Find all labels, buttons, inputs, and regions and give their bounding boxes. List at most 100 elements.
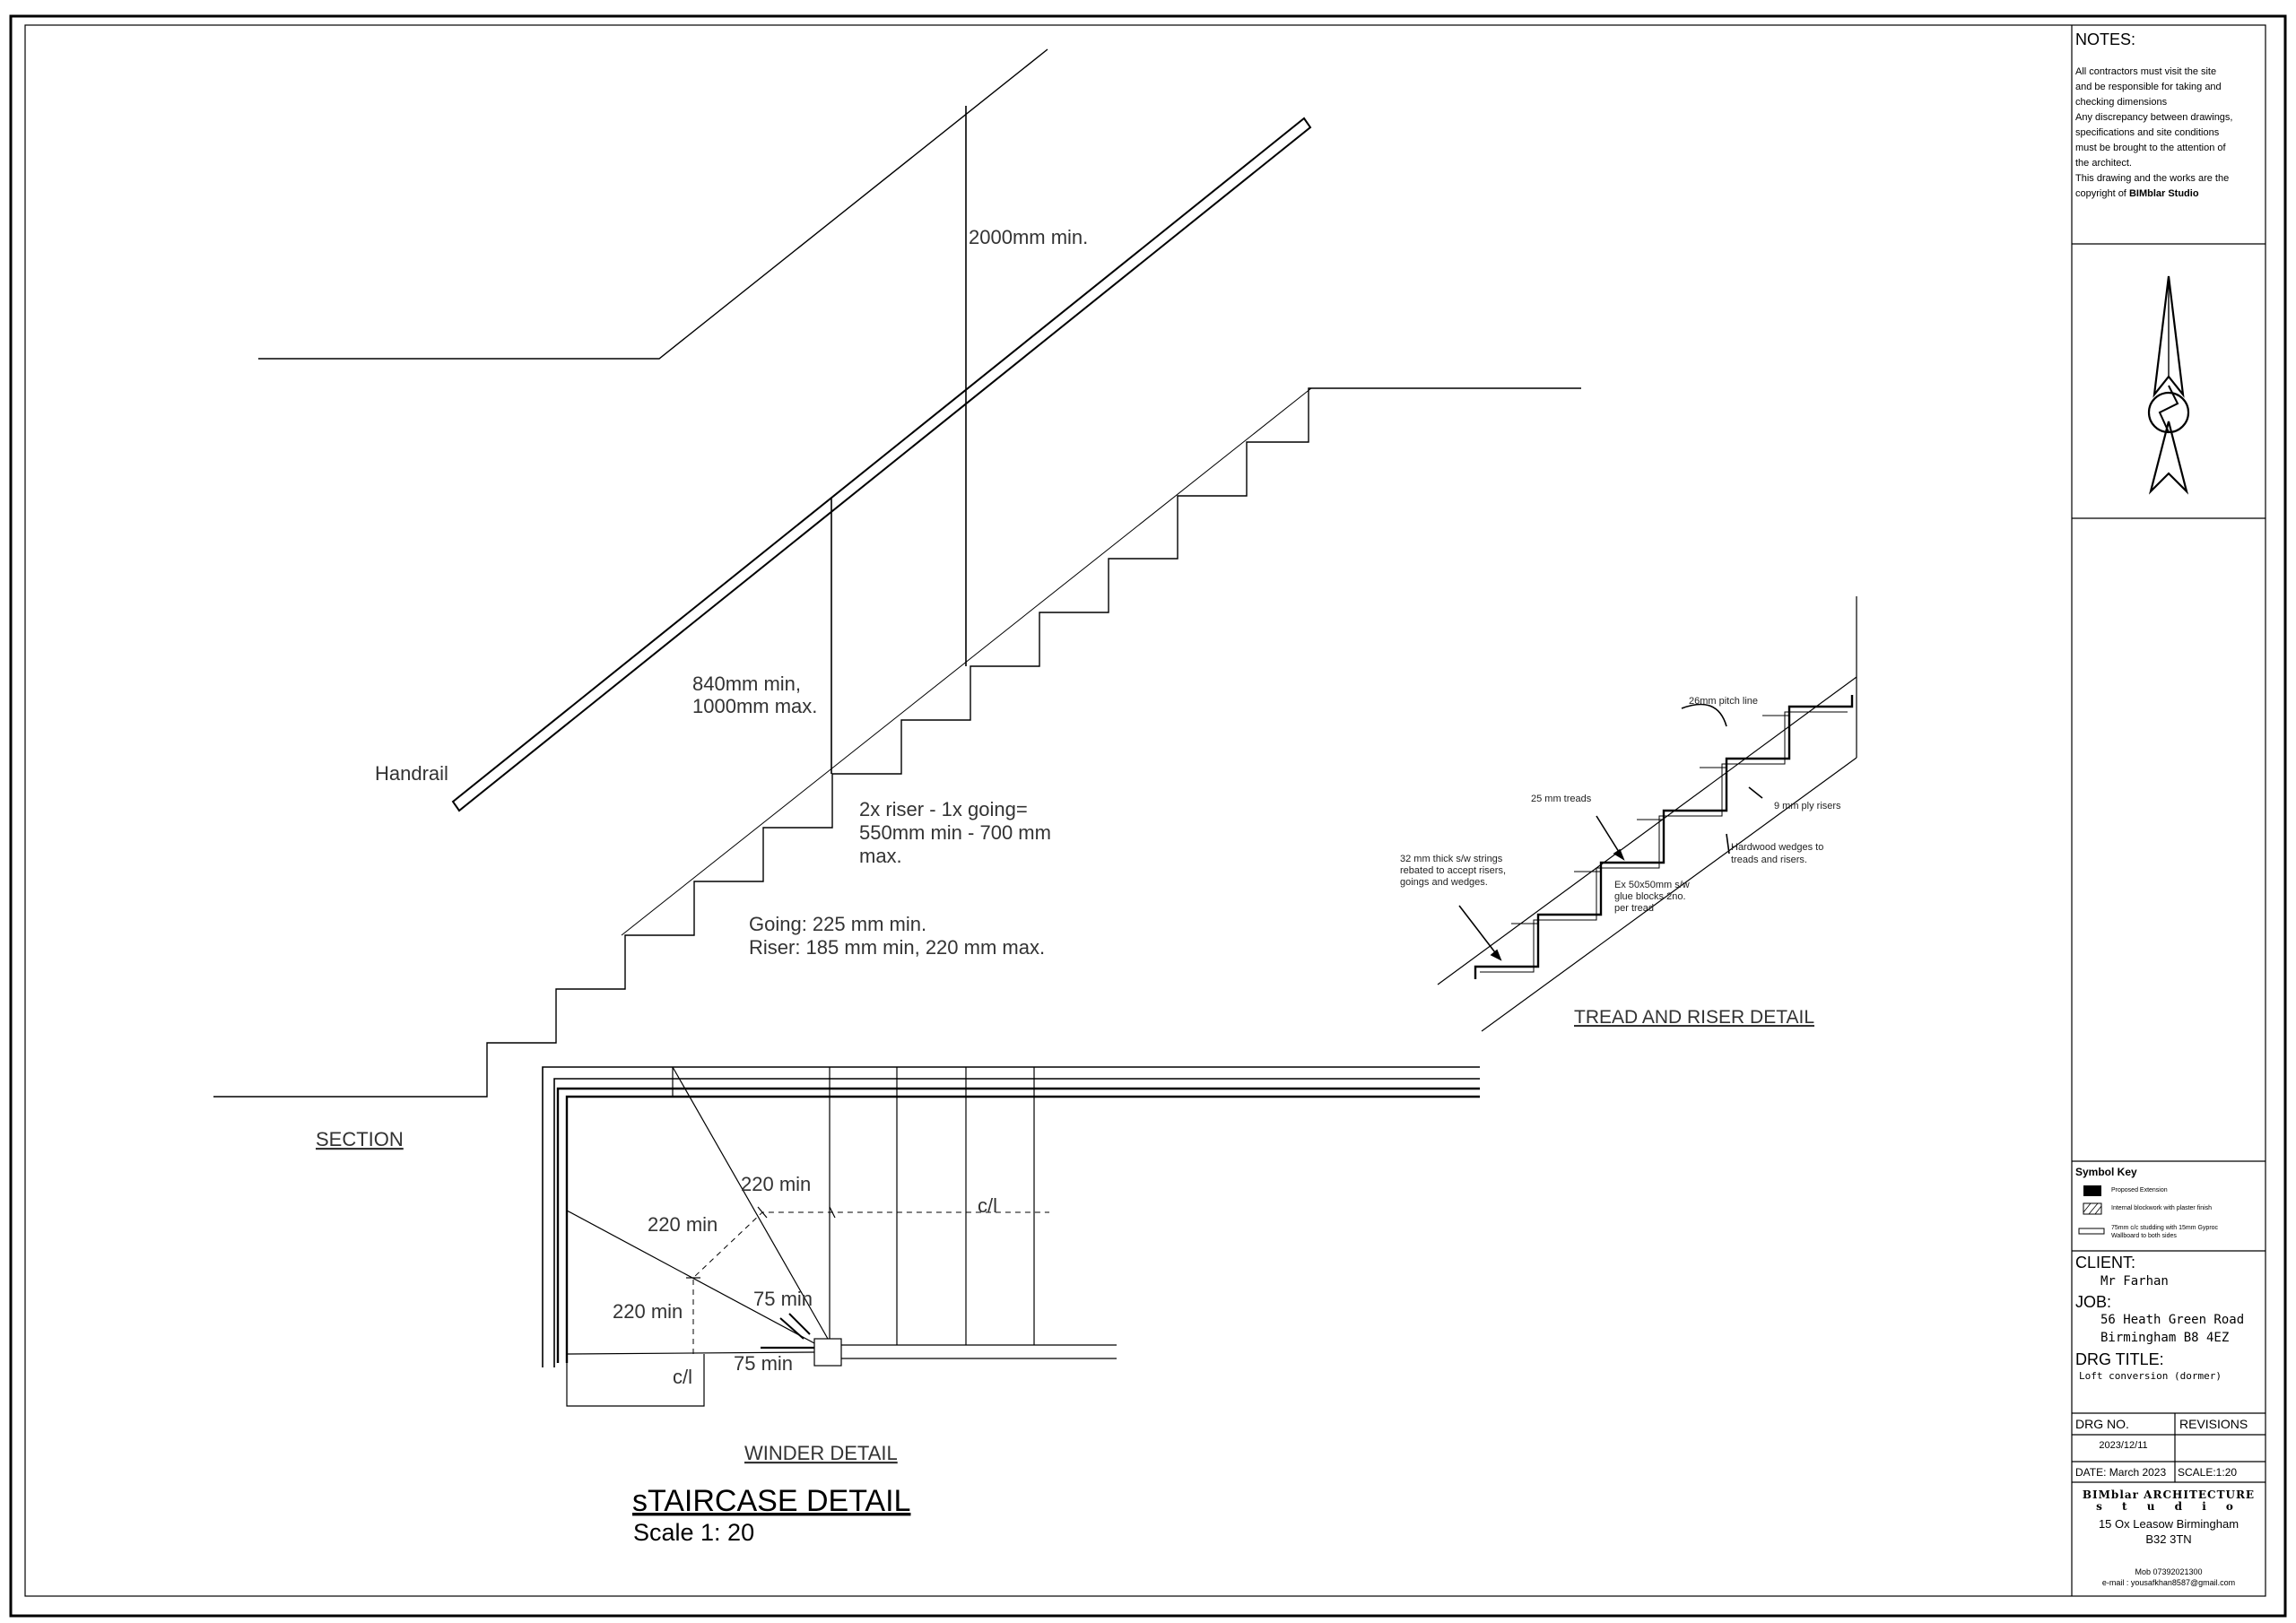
address-line-1: 15 Ox Leasow Birmingham	[2098, 1517, 2239, 1531]
winder-view-label: WINDER DETAIL	[744, 1442, 898, 1464]
address-line-2: B32 3TN	[2145, 1532, 2192, 1546]
wedges	[1511, 715, 1789, 924]
dim-75-lower: 75 min	[734, 1352, 793, 1375]
inner-wall-2	[565, 1095, 1480, 1363]
handrail	[451, 117, 1312, 812]
strings-label-3: goings and wedges.	[1400, 877, 1488, 888]
string-top-line	[1437, 676, 1857, 985]
walking-line	[692, 1211, 1049, 1354]
job-line-2: Birmingham B8 4EZ	[2100, 1331, 2230, 1345]
symbol-key-heading: Symbol Key	[2075, 1166, 2137, 1178]
centreline-bottom: c/l	[673, 1366, 692, 1388]
studding-swatch	[2078, 1228, 2105, 1235]
outer-wall-2	[553, 1078, 1480, 1367]
handrail-height-label-2: 1000mm max.	[692, 695, 817, 717]
copyright-line: copyright of BIMblar Studio	[2075, 187, 2269, 202]
drawing-title: sTAIRCASE DETAIL	[632, 1484, 910, 1518]
tick-3	[829, 1206, 836, 1219]
drawing-scale: Scale 1: 20	[633, 1519, 754, 1546]
tread-riser-view-label: TREAD AND RISER DETAIL	[1574, 1007, 1814, 1028]
job-heading: JOB:	[2075, 1293, 2112, 1311]
tread-underside	[1480, 711, 1848, 973]
tick-2	[757, 1206, 768, 1219]
wedges-label-1: Hardwood wedges to	[1731, 842, 1823, 853]
dim-75-upper: 75 min	[753, 1288, 813, 1310]
copyright-studio: BIMblar Studio	[2128, 188, 2199, 199]
date-field: DATE: March 2023	[2075, 1466, 2167, 1479]
tread-riser-profile	[1474, 695, 1854, 979]
blockwork-hatch	[2083, 1202, 2102, 1215]
symbol-key-item-2: Internal blockwork with plaster finish	[2111, 1205, 2213, 1211]
annotation-leaders	[1458, 703, 1763, 961]
dim-220-top: 220 min	[741, 1173, 811, 1195]
inner-wall-1	[556, 1087, 1480, 1363]
going-label: Going: 225 mm min.	[749, 913, 926, 935]
studio-name: BIMblar ARCHITECTURE	[2082, 1488, 2256, 1501]
inner-border	[24, 24, 2266, 1597]
revisions-heading: REVISIONS	[2179, 1417, 2248, 1431]
drg-no: 2023/12/11	[2099, 1440, 2148, 1451]
title-block-lines	[2072, 243, 2266, 1483]
dim-220-middle: 220 min	[648, 1213, 718, 1236]
winder-line-3	[566, 1351, 815, 1355]
section-view-label: SECTION	[316, 1128, 404, 1150]
min-mark-1	[779, 1317, 804, 1340]
blocks-label-2: glue blocks 2no.	[1614, 891, 1686, 902]
centreline-right: c/l	[978, 1194, 997, 1217]
winder-labels: 220 min 220 min 220 min 75 min 75 min c/…	[613, 1173, 997, 1464]
formula-label-2: 550mm min - 700 mm	[859, 821, 1051, 844]
copyright-prefix: copyright of	[2075, 188, 2126, 199]
drg-title: Loft conversion (dormer)	[2079, 1370, 2222, 1382]
section-labels: Handrail 2000mm min. 840mm min, 1000mm m…	[316, 226, 1088, 1150]
winder-line-1	[672, 1066, 829, 1340]
notes-list: All contractors must visit the site and …	[2075, 65, 2269, 202]
handrail-label: Handrail	[375, 762, 448, 785]
wedges-label-2: treads and risers.	[1731, 855, 1807, 865]
ceiling-line	[258, 48, 1048, 360]
strings-label-1: 32 mm thick s/w strings	[1400, 854, 1503, 864]
notes-heading: NOTES:	[2075, 30, 2136, 48]
newel-post	[813, 1338, 842, 1367]
stair-profile	[213, 387, 1581, 1098]
winder-line-2	[566, 1210, 815, 1344]
drg-no-heading: DRG NO.	[2075, 1417, 2129, 1431]
note-line: checking dimensions	[2075, 97, 2168, 108]
strings-label-2: rebated to accept risers,	[1400, 865, 1506, 876]
note-line: This drawing and the works are the	[2075, 173, 2230, 184]
winder-detail	[542, 1066, 1480, 1407]
blocks-label-1: Ex 50x50mm s/w	[1614, 880, 1690, 890]
pitch-line-label: 26mm pitch line	[1689, 696, 1758, 707]
tread-riser-labels: 26mm pitch line 25 mm treads 9 mm ply ri…	[1400, 696, 1841, 914]
client-name: Mr Farhan	[2100, 1274, 2169, 1289]
proposed-extension-swatch	[2083, 1185, 2101, 1196]
formula-label-3: max.	[859, 845, 902, 867]
headroom-label: 2000mm min.	[969, 226, 1088, 248]
string-bottom-line	[1481, 757, 1857, 1032]
job-line-1: 56 Heath Green Road	[2100, 1313, 2245, 1327]
mobile-number: Mob 07392021300	[2135, 1567, 2203, 1576]
handrail-height-label-1: 840mm min,	[692, 673, 801, 695]
dim-220-left: 220 min	[613, 1300, 683, 1323]
note-line: and be responsible for taking and	[2075, 82, 2222, 92]
outer-wall-1	[542, 1066, 1480, 1367]
min-mark-2	[788, 1313, 811, 1335]
note-line: the architect.	[2075, 158, 2132, 169]
tread-riser-detail	[1437, 596, 1857, 1032]
symbol-key-item-3a: 75mm c/c studding with 15mm Gyproc	[2111, 1225, 2219, 1231]
symbol-key-item-1: Proposed Extension	[2111, 1187, 2168, 1193]
section-view	[213, 48, 1581, 1098]
symbol-key-item-3b: Wallboard to both sides	[2111, 1233, 2177, 1239]
title-block: NOTES: All contractors must visit the si…	[2072, 25, 2266, 1594]
blocks-label-3: per tread	[1614, 903, 1654, 914]
north-arrow-icon	[2147, 275, 2190, 495]
drg-title-heading: DRG TITLE:	[2075, 1350, 2164, 1368]
winder-bottom-box	[566, 1354, 705, 1407]
outer-border	[9, 14, 2287, 1618]
scale-field: SCALE:1:20	[2178, 1466, 2238, 1479]
note-line: must be brought to the attention of	[2075, 143, 2226, 153]
formula-label-1: 2x riser - 1x going=	[859, 798, 1028, 820]
riser-label: Riser: 185 mm min, 220 mm max.	[749, 936, 1045, 959]
email-address: e-mail : yousafkhan8587@gmail.com	[2101, 1578, 2236, 1587]
studio-subtitle: s t u d i o	[2096, 1500, 2241, 1513]
